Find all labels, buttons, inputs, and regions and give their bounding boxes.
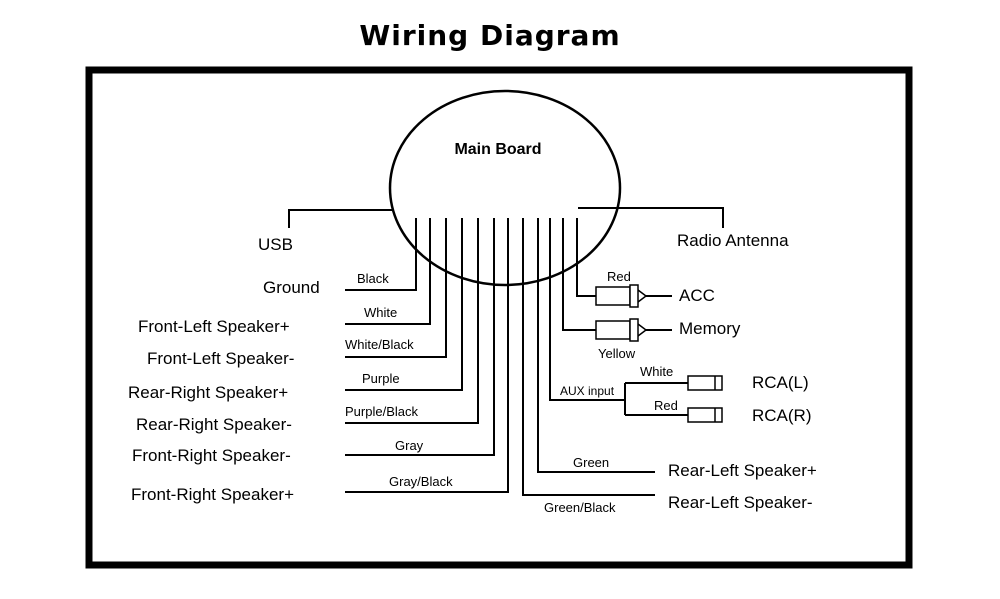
acc-connector-cap: [629, 284, 639, 308]
front-right-neg-label: Front-Right Speaker-: [132, 446, 291, 465]
wire-label-gray-black: Gray/Black: [389, 474, 453, 489]
acc-connector: [595, 286, 631, 306]
main-board-label: Main Board: [454, 141, 541, 158]
rear-right-neg-wire: [345, 218, 479, 424]
wire-label-white-rca: White: [640, 364, 673, 379]
front-right-pos-wire: [345, 218, 509, 493]
wire-label-yellow: Yellow: [598, 346, 636, 361]
wire-label-gray: Gray: [395, 438, 424, 453]
wire-label-green-black: Green/Black: [544, 500, 616, 515]
diagram-title: Wiring Diagram: [359, 19, 620, 52]
rca-r-label: RCA(R): [752, 406, 812, 425]
rear-right-neg-label: Rear-Right Speaker-: [136, 415, 292, 434]
usb-wire: [288, 209, 392, 228]
usb-label: USB: [258, 235, 293, 254]
memory-connector-cap: [629, 318, 639, 342]
acc-wire: [576, 218, 596, 297]
rca-l-label: RCA(L): [752, 373, 809, 392]
aux-input-wire: [549, 218, 625, 401]
wire-label-white: White: [364, 305, 397, 320]
main-board-circle: [388, 89, 622, 287]
front-left-neg-label: Front-Left Speaker-: [147, 349, 294, 368]
front-right-neg-wire: [345, 218, 495, 456]
rear-left-neg-wire: [522, 218, 655, 496]
rear-right-pos-wire: [345, 218, 463, 391]
rear-right-pos-label: Rear-Right Speaker+: [128, 383, 288, 402]
memory-connector: [595, 320, 631, 340]
rca-l-plug: [687, 375, 723, 391]
wire-label-purple: Purple: [362, 371, 400, 386]
ground-label: Ground: [263, 278, 320, 297]
front-left-pos-wire: [345, 218, 431, 325]
wire-label-red-rca: Red: [654, 398, 678, 413]
rear-left-neg-label: Rear-Left Speaker-: [668, 493, 813, 512]
wire-label-purple-black: Purple/Black: [345, 404, 418, 419]
front-left-neg-wire: [345, 218, 447, 358]
ground-wire: [345, 218, 417, 291]
diagram-frame: [85, 66, 913, 569]
rear-left-pos-wire: [537, 218, 655, 473]
rear-left-pos-label: Rear-Left Speaker+: [668, 461, 817, 480]
acc-connector-tip: [637, 289, 648, 303]
wire-label-white-black: White/Black: [345, 337, 414, 352]
radio-antenna-label: Radio Antenna: [677, 231, 789, 250]
front-left-pos-label: Front-Left Speaker+: [138, 317, 290, 336]
rca-r-plug: [687, 407, 723, 423]
front-right-pos-label: Front-Right Speaker+: [131, 485, 294, 504]
acc-label: ACC: [679, 286, 715, 305]
radio-antenna-wire: [578, 207, 724, 228]
wire-label-red-acc: Red: [607, 269, 631, 284]
memory-label: Memory: [679, 319, 741, 338]
wire-label-green: Green: [573, 455, 609, 470]
wire-label-black: Black: [357, 271, 389, 286]
aux-input-label: AUX input: [560, 384, 615, 398]
memory-connector-tip: [637, 323, 648, 337]
memory-wire: [562, 218, 596, 331]
